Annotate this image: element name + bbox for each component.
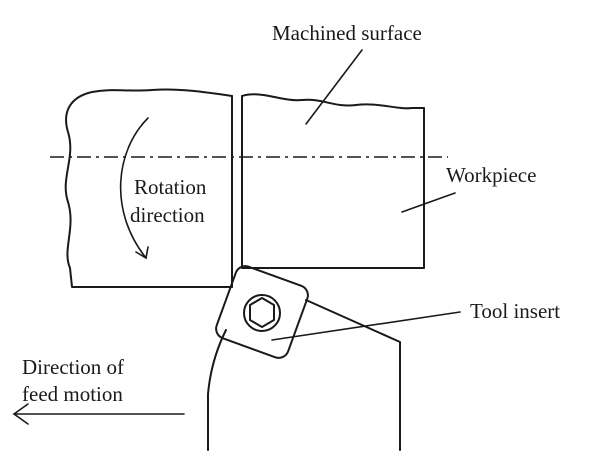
- rotation-arrow-curve: [119, 117, 149, 259]
- label-tool-insert: Tool insert: [470, 299, 560, 323]
- tool-insert-body: [215, 265, 309, 359]
- tool-shank: [207, 329, 227, 451]
- leader-workpiece: [401, 192, 456, 213]
- insert-screw-hex: [249, 297, 275, 328]
- insert-screw-outer: [243, 294, 281, 332]
- workpiece-body: [64, 88, 233, 288]
- label-workpiece: Workpiece: [446, 163, 536, 187]
- label-machined-surface: Machined surface: [272, 21, 422, 45]
- leader-machined-surface: [305, 49, 363, 125]
- label-feed-line1: Direction of: [22, 355, 124, 379]
- label-feed-line2: feed motion: [22, 382, 123, 406]
- feed-arrow-head: [12, 403, 29, 425]
- label-rotation-line2: direction: [130, 203, 205, 227]
- rotation-arrow-head: [135, 246, 149, 260]
- machined-section: [241, 93, 425, 269]
- label-rotation-line1: Rotation: [134, 175, 207, 199]
- leader-tool-insert: [271, 311, 461, 341]
- tool-shank-right: [305, 299, 401, 451]
